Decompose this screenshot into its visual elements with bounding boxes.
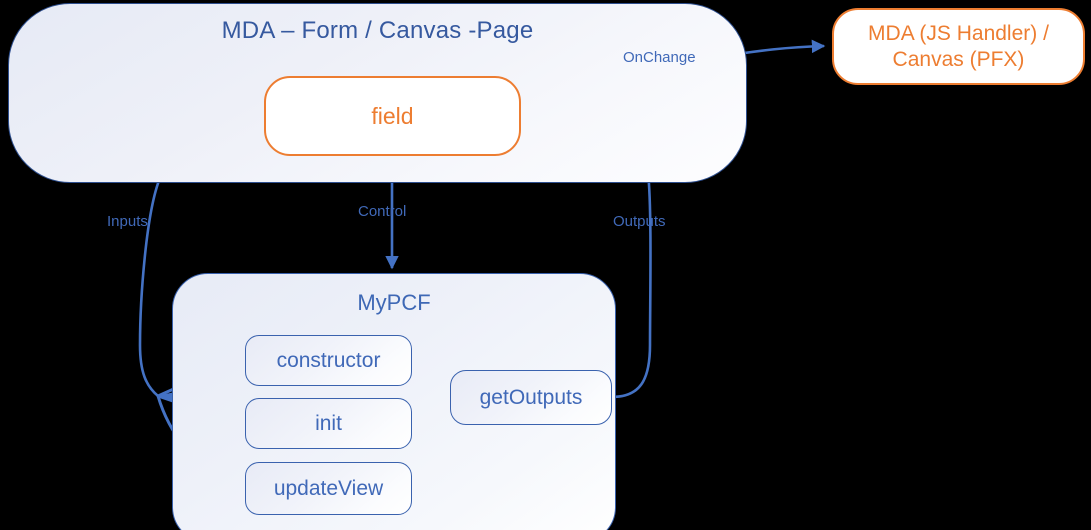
edge-label-onchange: OnChange [623,49,696,66]
edge-label-control: Control [358,203,407,220]
node-update-view-label: updateView [273,476,384,500]
node-js-handler-line1: MDA (JS Handler) / [868,21,1049,45]
mda-container-title: MDA – Form / Canvas -Page [221,17,534,44]
node-js-handler-label: MDA (JS Handler) / Canvas (PFX) [868,21,1049,72]
node-get-outputs-label: getOutputs [479,385,583,409]
node-constructor-label: constructor [276,348,381,372]
mypcf-container-title: MyPCF [357,290,431,315]
node-field[interactable]: field [264,76,521,156]
node-update-view[interactable]: updateView [245,462,412,515]
edge-label-outputs: Outputs [613,213,666,230]
node-init[interactable]: init [245,398,412,449]
node-constructor[interactable]: constructor [245,335,412,386]
node-js-handler[interactable]: MDA (JS Handler) / Canvas (PFX) [832,8,1085,85]
node-init-label: init [315,411,342,435]
node-field-label: field [371,102,414,129]
node-js-handler-line2: Canvas (PFX) [892,47,1025,71]
node-get-outputs[interactable]: getOutputs [450,370,612,425]
edge-label-inputs: Inputs [107,213,148,230]
